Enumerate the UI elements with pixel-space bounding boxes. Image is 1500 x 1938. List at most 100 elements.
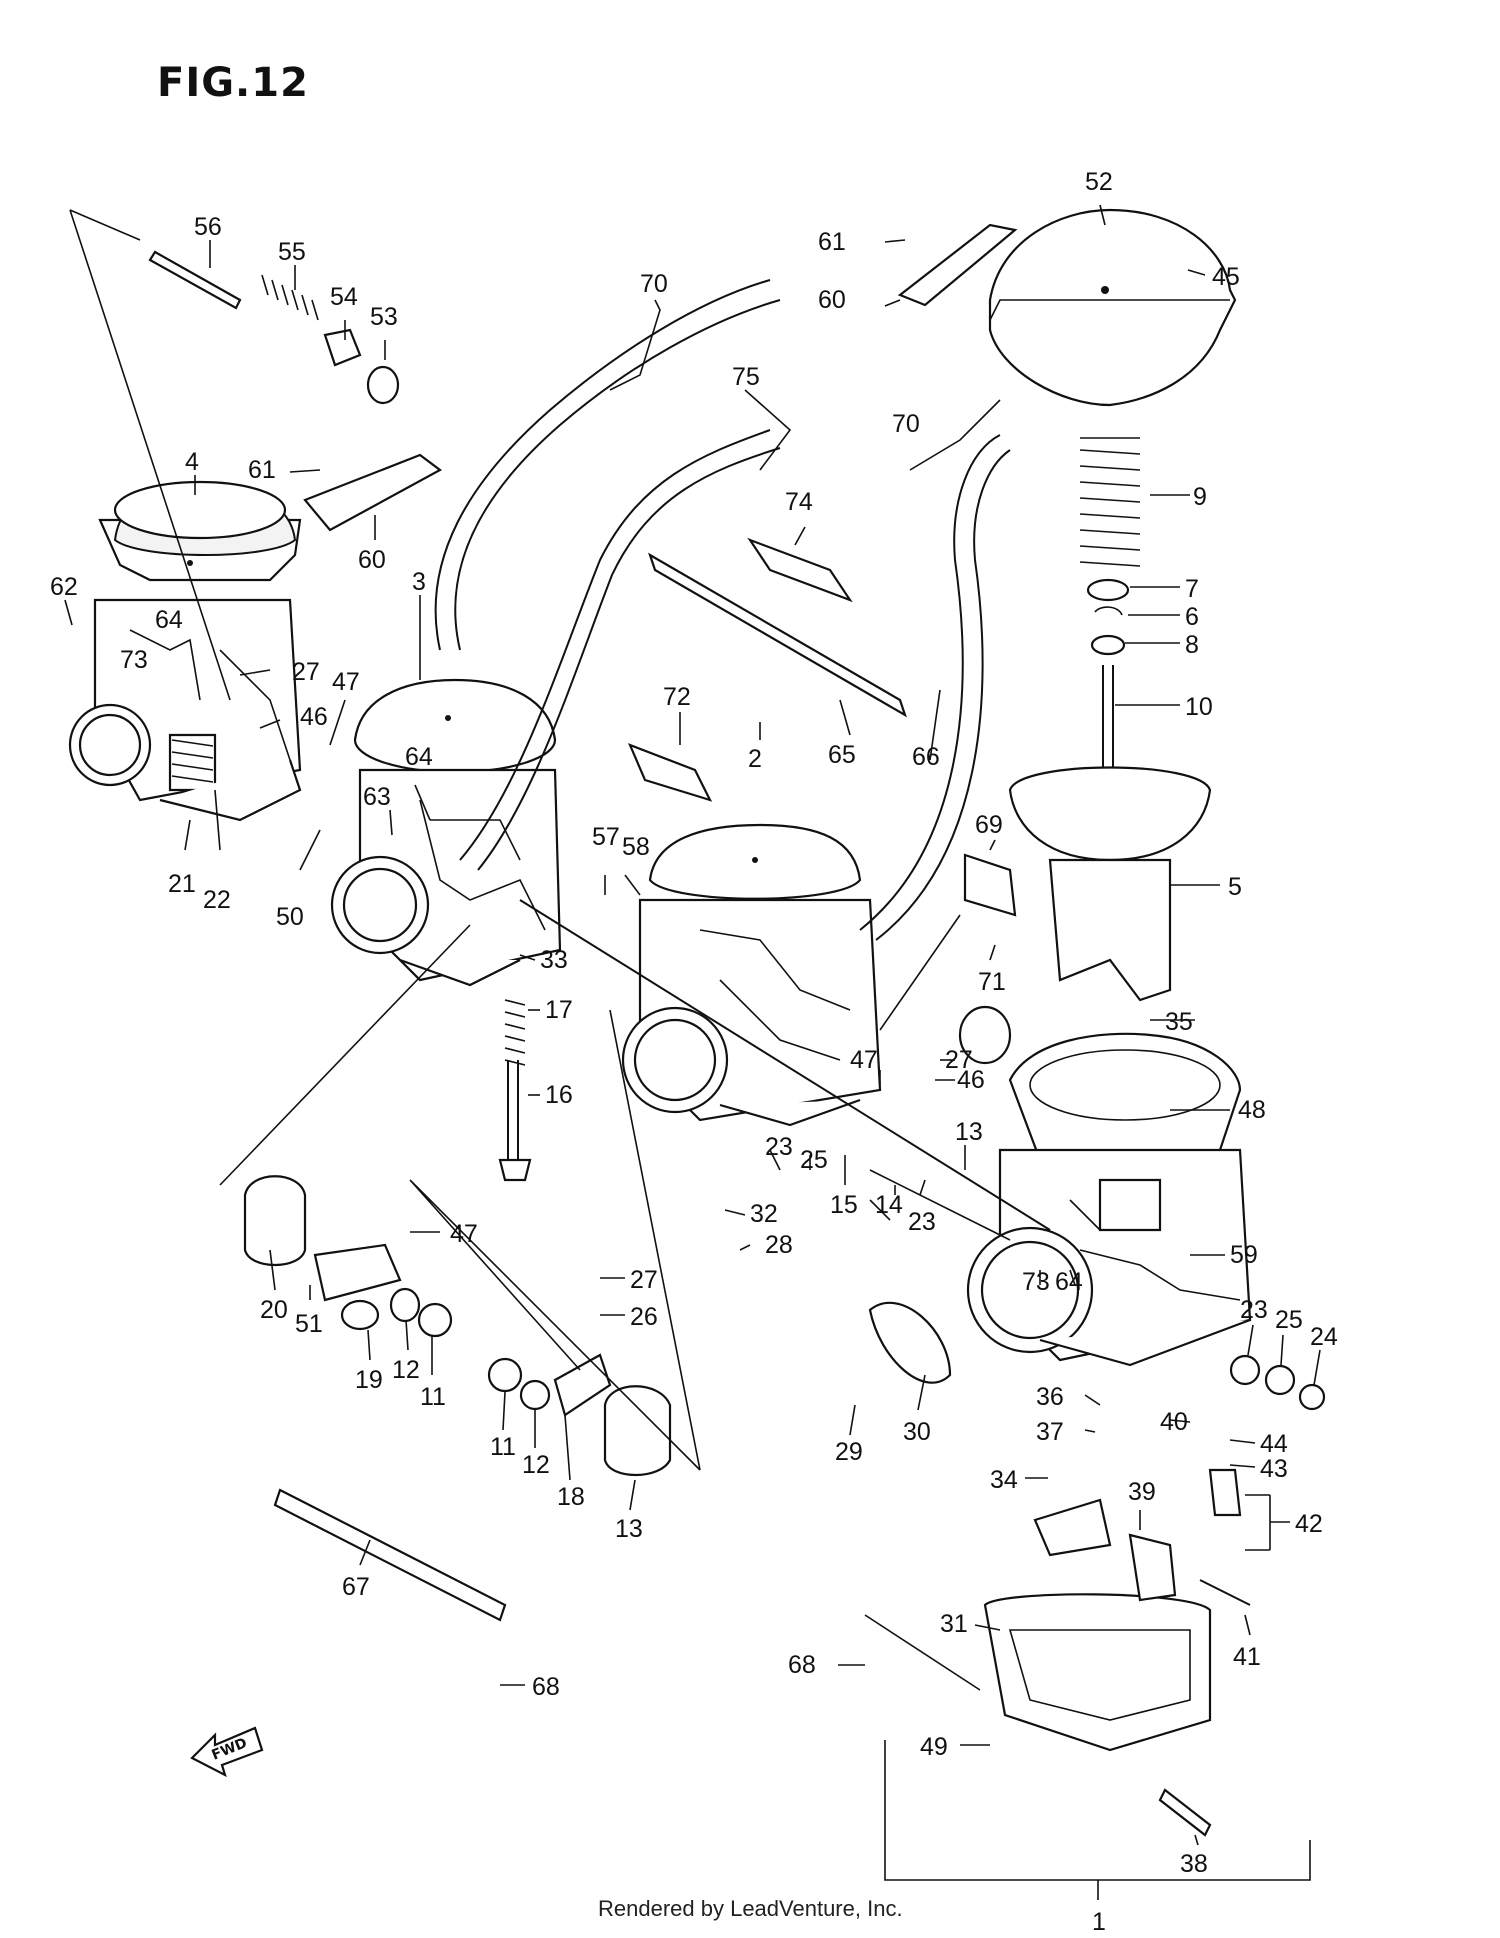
- callout-label: 18: [557, 1483, 585, 1511]
- fwd-arrow-icon: FWD: [190, 1726, 264, 1778]
- callout-label: 43: [1260, 1455, 1288, 1483]
- callout-label: 65: [828, 741, 856, 769]
- callout-label: 61: [818, 228, 846, 256]
- callout-label: 4: [185, 448, 199, 476]
- callout-label: 48: [1238, 1096, 1266, 1124]
- callout-label: 29: [835, 1438, 863, 1466]
- callout-label: 34: [990, 1466, 1018, 1494]
- callout-label: 42: [1295, 1510, 1323, 1538]
- leader-lines: [64, 204, 1321, 1846]
- callout-label: 73: [1022, 1268, 1050, 1296]
- callout-label: 22: [203, 886, 231, 914]
- callout-label: 64: [1055, 1268, 1083, 1296]
- callout-label: 27: [630, 1266, 658, 1294]
- callout-label: 40: [1160, 1408, 1188, 1436]
- callout-label: 21: [168, 870, 196, 898]
- callout-label: 56: [194, 213, 222, 241]
- callout-label: 12: [392, 1356, 420, 1384]
- callout-label: 23: [908, 1208, 936, 1236]
- callout-label: 58: [622, 833, 650, 861]
- callout-label: 68: [788, 1651, 816, 1679]
- callout-label: 10: [1185, 693, 1213, 721]
- callout-label: 59: [1230, 1241, 1258, 1269]
- callout-label: 50: [276, 903, 304, 931]
- callout-label: 46: [957, 1066, 985, 1094]
- callout-label: 33: [540, 946, 568, 974]
- callout-label: 1: [1092, 1908, 1106, 1936]
- callout-labels: 56 55 54 53 4 61 60 62 64 73 27 46 47 21…: [50, 168, 1338, 1936]
- callout-label: 15: [830, 1191, 858, 1219]
- callout-label: 3: [412, 568, 426, 596]
- callout-label: 70: [892, 410, 920, 438]
- callout-label: 47: [450, 1220, 478, 1248]
- callout-label: 63: [363, 783, 391, 811]
- figure-title: FIG.12: [157, 60, 309, 106]
- callout-label: 26: [630, 1303, 658, 1331]
- callout-label: 14: [875, 1191, 903, 1219]
- carburetor-center-left: [330, 678, 562, 987]
- callout-label: 57: [592, 823, 620, 851]
- callout-label: 75: [732, 363, 760, 391]
- callout-label: 64: [405, 743, 433, 771]
- callout-label: 52: [1085, 168, 1113, 196]
- callout-label: 45: [1212, 263, 1240, 291]
- callout-label: 27: [945, 1046, 973, 1074]
- callout-label: 30: [903, 1418, 931, 1446]
- callout-label: 41: [1233, 1643, 1261, 1671]
- callout-label: 27: [292, 658, 320, 686]
- callout-label: 46: [300, 703, 328, 731]
- callout-label: 74: [785, 488, 813, 516]
- small-parts: [148, 223, 1326, 1837]
- callout-label: 11: [420, 1383, 446, 1411]
- callout-label: 8: [1185, 631, 1199, 659]
- callout-label: 2: [748, 745, 762, 773]
- callout-label: 38: [1180, 1850, 1208, 1878]
- callout-label: 51: [295, 1310, 323, 1338]
- callout-label: 16: [545, 1081, 573, 1109]
- callout-label: 60: [358, 546, 386, 574]
- callout-label: 25: [800, 1146, 828, 1174]
- callout-label: 44: [1260, 1430, 1288, 1458]
- callout-label: 32: [750, 1200, 778, 1228]
- callout-label: 35: [1165, 1008, 1193, 1036]
- callout-label: 19: [355, 1366, 383, 1394]
- callout-label: 11: [490, 1433, 516, 1461]
- callout-label: 72: [663, 683, 691, 711]
- callout-label: 5: [1228, 873, 1242, 901]
- callout-label: 60: [818, 286, 846, 314]
- callout-label: 67: [342, 1573, 370, 1601]
- callout-label: 66: [912, 743, 940, 771]
- callout-label: 70: [640, 270, 668, 298]
- callout-label: 23: [1240, 1296, 1268, 1324]
- hoses: [434, 279, 1011, 941]
- callout-label: 37: [1036, 1418, 1064, 1446]
- callout-label: 49: [920, 1733, 948, 1761]
- callout-label: 13: [955, 1118, 983, 1146]
- callout-label: 69: [975, 811, 1003, 839]
- callout-label: 71: [978, 968, 1006, 996]
- callout-label: 24: [1310, 1323, 1338, 1351]
- callout-label: 73: [120, 646, 148, 674]
- callout-label: 6: [1185, 603, 1199, 631]
- callout-label: 61: [248, 456, 276, 484]
- callout-label: 54: [330, 283, 358, 311]
- callout-label: 47: [332, 668, 360, 696]
- callout-label: 53: [370, 303, 398, 331]
- carburetor-left: [68, 480, 302, 822]
- callout-label: 62: [50, 573, 78, 601]
- callout-label: 47: [850, 1046, 878, 1074]
- callout-label: 20: [260, 1296, 288, 1324]
- carburetor-center: [621, 823, 882, 1127]
- callout-label: 7: [1185, 575, 1199, 603]
- render-credit: Rendered by LeadVenture, Inc.: [598, 1896, 903, 1921]
- callout-label: 68: [532, 1673, 560, 1701]
- callout-label: 31: [940, 1610, 968, 1638]
- callout-label: 17: [545, 996, 573, 1024]
- callout-label: 36: [1036, 1383, 1064, 1411]
- callout-label: 39: [1128, 1478, 1156, 1506]
- callout-label: 13: [615, 1515, 643, 1543]
- carburetor-right: [966, 1032, 1252, 1367]
- callout-label: 25: [1275, 1306, 1303, 1334]
- callout-label: 64: [155, 606, 183, 634]
